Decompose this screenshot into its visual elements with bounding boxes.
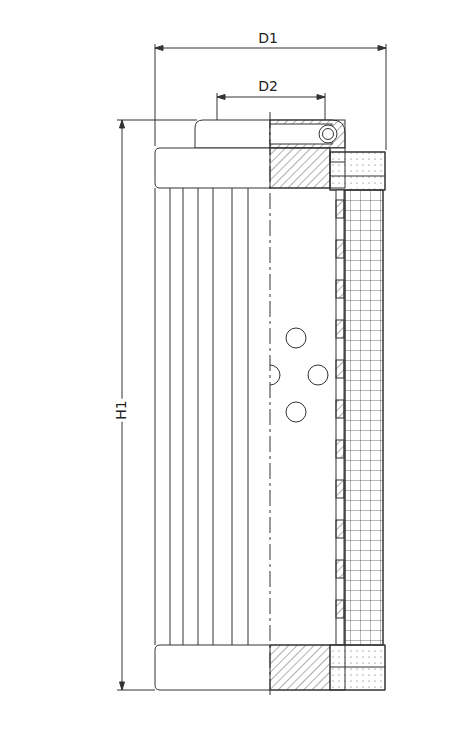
- dimension-label: D2: [256, 78, 280, 94]
- dimension-label: D1: [256, 30, 280, 46]
- dimension-label: H1: [113, 398, 129, 421]
